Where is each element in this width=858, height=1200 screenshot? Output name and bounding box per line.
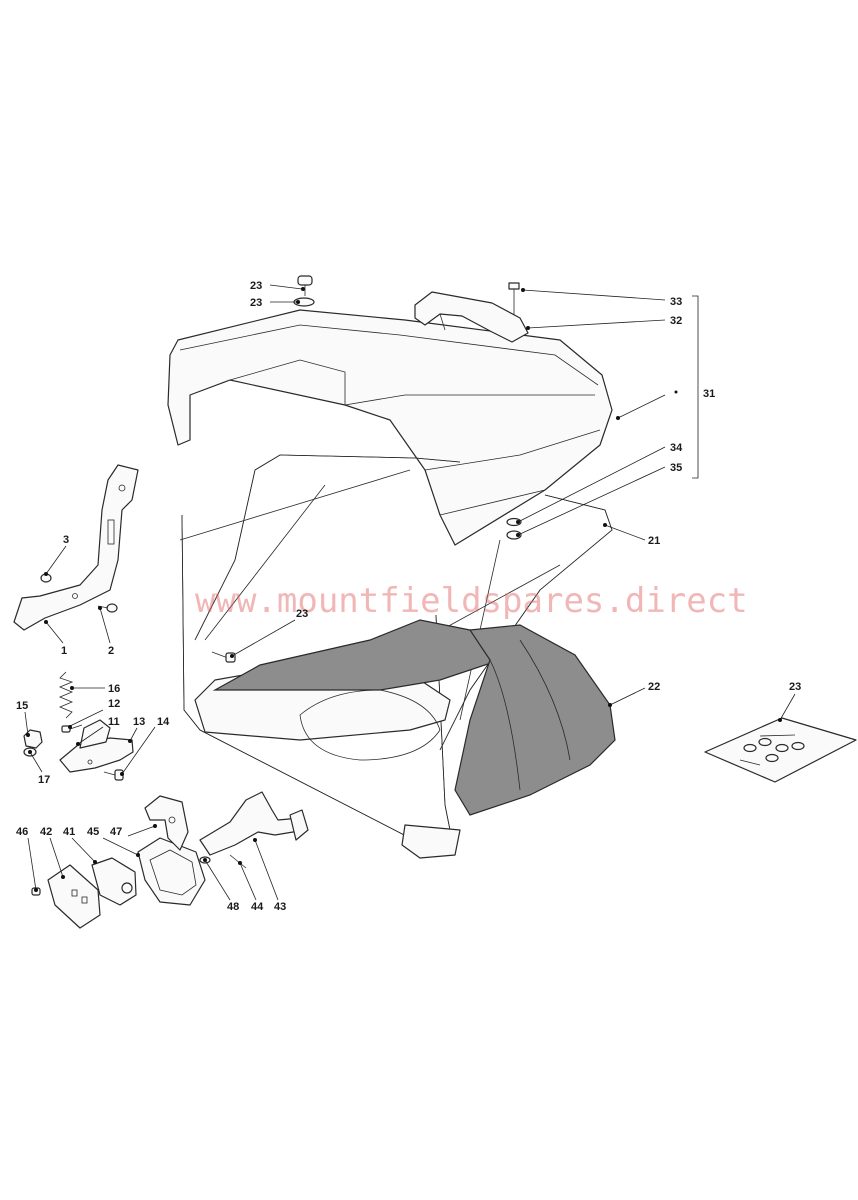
leader-lines xyxy=(24,284,796,901)
label-21: 21 xyxy=(648,535,660,547)
hinge-bracket xyxy=(13,464,139,631)
label-45: 45 xyxy=(87,826,99,838)
label-16: 16 xyxy=(108,683,120,695)
label-15: 15 xyxy=(16,700,28,712)
label-23-bag: 23 xyxy=(789,681,801,693)
latch-screw xyxy=(61,724,83,733)
label-13: 13 xyxy=(133,716,145,728)
bracket-screw xyxy=(97,603,118,613)
label-32: 32 xyxy=(670,315,682,327)
mount-plate-45 xyxy=(137,837,206,906)
hardware-bag xyxy=(704,717,857,783)
label-23-frame: 23 xyxy=(296,608,308,620)
label-3: 3 xyxy=(63,534,69,546)
label-23-top: 23 xyxy=(250,280,262,292)
label-34: 34 xyxy=(670,442,683,454)
label-14: 14 xyxy=(157,716,170,728)
label-1: 1 xyxy=(61,645,67,657)
label-42: 42 xyxy=(40,826,52,838)
label-43: 43 xyxy=(274,901,286,913)
label-46: 46 xyxy=(16,826,28,838)
label-47: 47 xyxy=(110,826,122,838)
collector-bag xyxy=(212,619,616,816)
label-17: 17 xyxy=(38,774,50,786)
label-41: 41 xyxy=(63,826,75,838)
label-48: 48 xyxy=(227,901,239,913)
latch-spring xyxy=(58,671,74,719)
label-23-washer: 23 xyxy=(250,297,262,309)
mount-plate-42 xyxy=(47,864,101,929)
watermark-text: www.mountfieldspares.direct xyxy=(195,581,748,621)
hook-bracket-43 xyxy=(199,791,309,856)
label-22: 22 xyxy=(648,681,660,693)
label-12: 12 xyxy=(108,698,120,710)
latch-bolt xyxy=(103,769,124,781)
collector-lid xyxy=(167,309,613,546)
label-2: 2 xyxy=(108,645,114,657)
label-44: 44 xyxy=(251,901,264,913)
pin-44 xyxy=(229,854,247,869)
handle-bolt xyxy=(508,282,520,315)
mount-block-41 xyxy=(91,857,137,906)
label-33: 33 xyxy=(670,296,682,308)
label-31: 31 xyxy=(703,388,715,400)
label-11: 11 xyxy=(108,716,120,728)
bracket-47 xyxy=(144,795,189,851)
part-labels: 23 23 33 32 31 34 35 21 22 23 23 3 1 2 1… xyxy=(16,280,801,913)
lid-handle xyxy=(414,291,529,343)
label-35: 35 xyxy=(670,462,682,474)
